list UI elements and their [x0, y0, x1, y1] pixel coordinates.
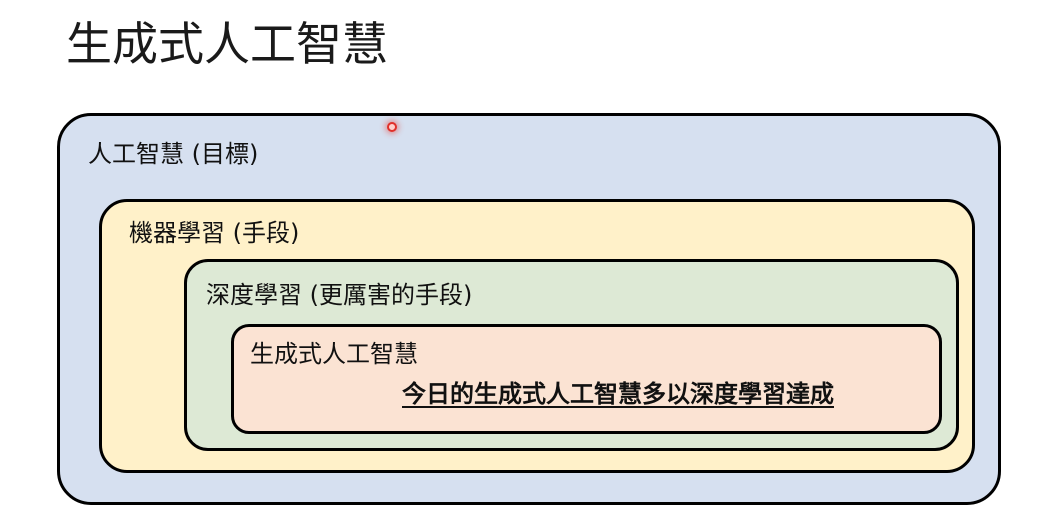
- machine-learning-label: 機器學習 (手段): [129, 219, 300, 247]
- ai-label: 人工智慧 (目標): [88, 140, 259, 168]
- laser-pointer-icon: [387, 122, 397, 132]
- generative-ai-box: 生成式人工智慧 今日的生成式人工智慧多以深度學習達成: [231, 324, 942, 434]
- generative-ai-label: 生成式人工智慧: [250, 340, 418, 368]
- slide-title: 生成式人工智慧: [66, 17, 388, 71]
- deep-learning-label: 深度學習 (更厲害的手段): [206, 281, 473, 309]
- generative-ai-note: 今日的生成式人工智慧多以深度學習達成: [402, 380, 834, 408]
